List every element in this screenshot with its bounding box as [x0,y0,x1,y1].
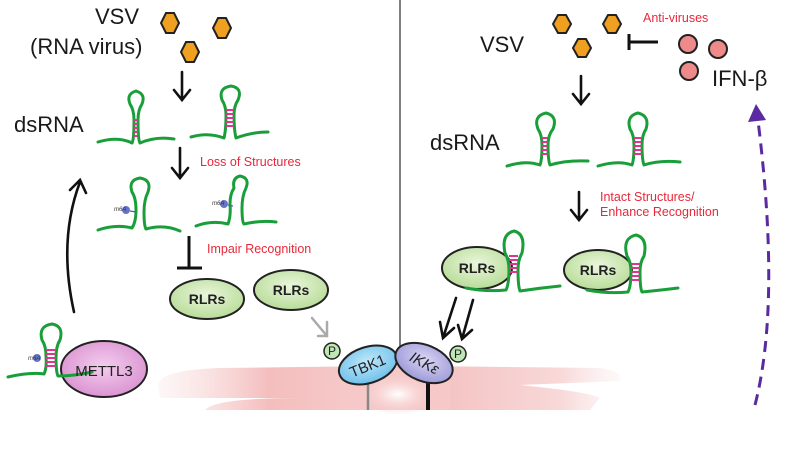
anti-viruses-label: Anti-viruses [643,11,708,25]
svg-text:METTL3: METTL3 [75,363,133,380]
dsrna-label-right: dsRNA [430,130,500,155]
rlr-rna-complex: RLRs [441,229,562,293]
ifn-molecule [708,39,728,59]
virus-particles-right [551,14,623,58]
virus-hexagon [601,14,623,34]
dsrna-hairpin [189,84,270,140]
enhance-recognition-label: Enhance Recognition [600,205,719,219]
rna-virus-label: (RNA virus) [30,34,142,59]
svg-text:RLRs: RLRs [459,260,496,276]
svg-text:RLRs: RLRs [273,282,310,298]
dsrna-hairpin [505,111,590,168]
rlr-protein: RLRs [169,278,245,320]
m6a-icon [220,200,228,208]
vsv-label-left: VSV [95,4,139,29]
m6a-modified-rna: m6A [96,176,182,233]
ikke-protein: IKKε [394,341,454,385]
curved-arrow-icon [65,177,88,314]
arrow-down-icon [170,146,190,181]
vsv-label-right: VSV [480,32,524,57]
arrow-down-icon [569,190,589,223]
svg-text:RLRs: RLRs [189,291,226,307]
svg-text:P: P [328,344,336,358]
virus-hexagon [211,17,233,39]
intact-structures-label: Intact Structures/ [600,190,695,204]
virus-hexagon [179,41,201,63]
ifn-molecule [678,34,698,54]
m6a-icon [33,354,41,362]
svg-text:m6A: m6A [212,201,224,207]
activation-arrow-icon [438,296,458,341]
mettl3-complex: m6A METTL3 [6,322,148,398]
ifn-molecule [679,61,699,81]
inhibition-icon [627,34,658,50]
inhibition-icon [177,236,202,270]
svg-text:m6A: m6A [28,356,40,362]
dsrna-label-left: dsRNA [14,112,84,137]
dsrna-hairpin [596,111,682,168]
svg-text:m6A: m6A [114,207,126,213]
activation-arrow-icon [456,298,475,342]
impair-recognition-label: Impair Recognition [207,242,311,256]
ifn-beta-molecules [678,34,728,81]
loss-of-structures-label: Loss of Structures [200,155,301,169]
svg-text:RLRs: RLRs [580,262,617,278]
feedback-arrow-icon [753,104,771,406]
virus-particles-left [159,12,233,63]
virus-hexagon [551,14,573,34]
dsrna-hairpin [96,89,176,145]
phospho-site: P [449,345,467,363]
arrow-down-icon [571,74,591,107]
rlr-protein: RLRs [253,269,329,311]
tbk1-protein: TBK1 [337,344,399,386]
ifn-beta-label: IFN-β [712,66,767,91]
virus-hexagon [159,12,181,34]
phospho-site: P [323,342,341,360]
arrow-down-icon [172,70,192,103]
svg-text:P: P [454,347,462,361]
mettl3-protein [60,340,148,398]
m6a-modified-rna: m6A [194,174,278,228]
activation-arrow-icon [310,316,329,338]
feedback-arrowhead-icon [748,104,766,122]
m6a-icon [122,206,130,214]
virus-hexagon [571,38,593,58]
rlr-rna-complex: RLRs [563,233,680,295]
